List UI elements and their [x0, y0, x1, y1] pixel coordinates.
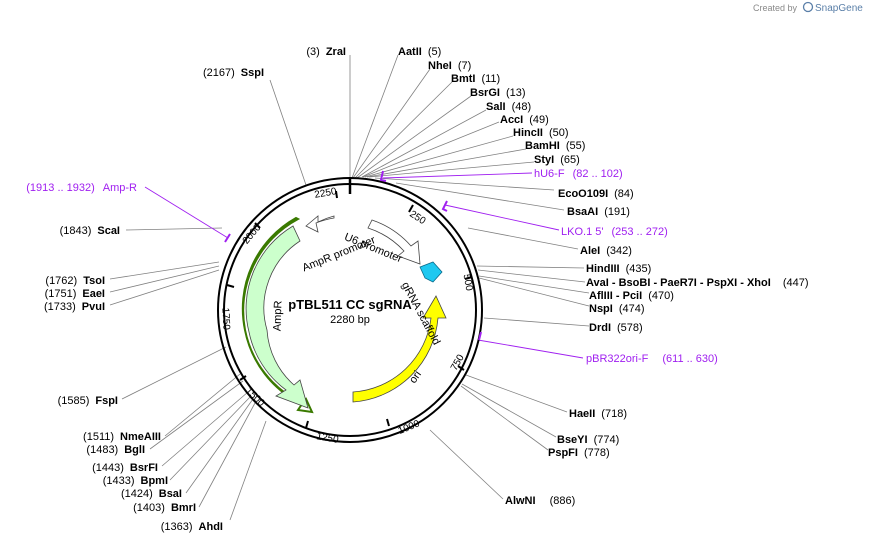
site-bsaai: BsaAI(191): [567, 206, 630, 218]
site-pvui: (1733)PvuI: [44, 301, 105, 313]
primer-markers: [224, 170, 482, 341]
site-bgli: (1483)BglI: [86, 444, 145, 456]
snapgene-brand: Created by SnapGene: [753, 1, 863, 14]
site-bsai: (1424)BsaI: [121, 488, 182, 500]
site-zrai: (3)ZraI: [306, 46, 346, 58]
site-haeii: HaeII(718): [569, 408, 627, 420]
ampr-feature: [245, 225, 309, 409]
site-nspi: NspI(474): [589, 303, 645, 315]
site-aatii: AatII(5): [398, 46, 441, 58]
snapgene-name: SnapGene: [815, 3, 863, 14]
snapgene-logo-icon: [802, 1, 814, 13]
created-by-text: Created by: [753, 3, 798, 13]
tick-500: 500: [461, 273, 475, 292]
tick-2000: 2000: [241, 222, 264, 246]
ampr-outline: [241, 216, 314, 414]
site-avai-group: AvaI - BsoBI - PaeR7I - PspXI - XhoI(447…: [586, 277, 809, 289]
enzyme-labels-right: AatII(5) NheI(7) BmtI(11) BsrGI(13) SalI…: [398, 46, 809, 507]
site-tsoi: (1762)TsoI: [45, 275, 105, 287]
tick-1000: 1000: [397, 418, 422, 437]
site-hincii: HincII(50): [513, 127, 569, 139]
site-bmri: (1403)BmrI: [133, 502, 196, 514]
u6-promoter-feature: [367, 219, 421, 265]
ruler-tick-marks: [226, 190, 473, 429]
site-eaei: (1751)EaeI: [45, 288, 105, 300]
site-bmti: BmtI(11): [451, 73, 500, 85]
plasmid-size: 2280 bp: [330, 314, 370, 326]
ori-label: ori: [407, 369, 424, 386]
site-ecoo109i: EcoO109I(84): [558, 188, 634, 200]
site-fspi: (1585)FspI: [58, 395, 118, 407]
grna-scaffold-feature: [419, 261, 443, 283]
leader-lines: [109, 54, 590, 521]
ampr-promoter-feature: [305, 215, 335, 233]
tick-1250: 1250: [316, 431, 340, 446]
features: [241, 215, 447, 414]
site-sspi: (2167)SspI: [203, 67, 264, 79]
tick-1750: 1750: [219, 307, 231, 330]
site-bseyi: BseYI(774): [557, 434, 619, 446]
site-scai: (1843)ScaI: [60, 225, 120, 237]
site-pspfi: PspFI(778): [548, 447, 610, 459]
ampr-label: AmpR: [271, 300, 284, 331]
site-alei: AleI(342): [580, 245, 632, 257]
site-bsrfi: (1443)BsrFI: [92, 462, 158, 474]
site-alwni: AlwNI(886): [505, 495, 575, 507]
site-drdi: DrdI(578): [589, 322, 643, 334]
site-nhei: NheI(7): [428, 60, 471, 72]
primer-labels: hU6-F(82 .. 102) LKO.1 5'(253 .. 272) pB…: [26, 168, 718, 365]
site-bamhi: BamHI(55): [525, 140, 585, 152]
site-styi: StyI(65): [534, 154, 580, 166]
primer-hu6-f: hU6-F(82 .. 102): [534, 168, 623, 180]
site-ahdi: (1363)AhdI: [161, 521, 223, 533]
site-bsrgi: BsrGI(13): [470, 87, 526, 99]
primer-pbr322ori-f: pBR322ori-F(611 .. 630): [586, 353, 718, 365]
plasmid-name: pTBL511 CC sgRNA: [288, 297, 412, 312]
primer-leader-lines: [144, 172, 584, 359]
site-acci: AccI(49): [500, 114, 549, 126]
tick-750: 750: [449, 352, 467, 372]
site-nmeaiii: (1511)NmeAIII: [83, 431, 161, 443]
ori-feature: [352, 295, 447, 403]
site-bpmi: (1433)BpmI: [103, 475, 168, 487]
site-sali: SalI(48): [486, 101, 531, 113]
primer-lko1-5: LKO.1 5'(253 .. 272): [561, 226, 668, 238]
site-afliii-pcii: AflIII - PciI(470): [589, 290, 674, 302]
tick-2250: 2250: [314, 186, 338, 201]
site-hindiii: HindIII(435): [586, 263, 651, 275]
tick-1500: 1500: [243, 385, 267, 409]
backbone: [217, 177, 483, 443]
primer-amp-r: (1913 .. 1932)Amp-R: [26, 182, 137, 194]
tick-250: 250: [407, 209, 427, 228]
enzyme-labels-left: (3)ZraI (2167)SspI (1843)ScaI (1762)TsoI…: [44, 46, 346, 533]
